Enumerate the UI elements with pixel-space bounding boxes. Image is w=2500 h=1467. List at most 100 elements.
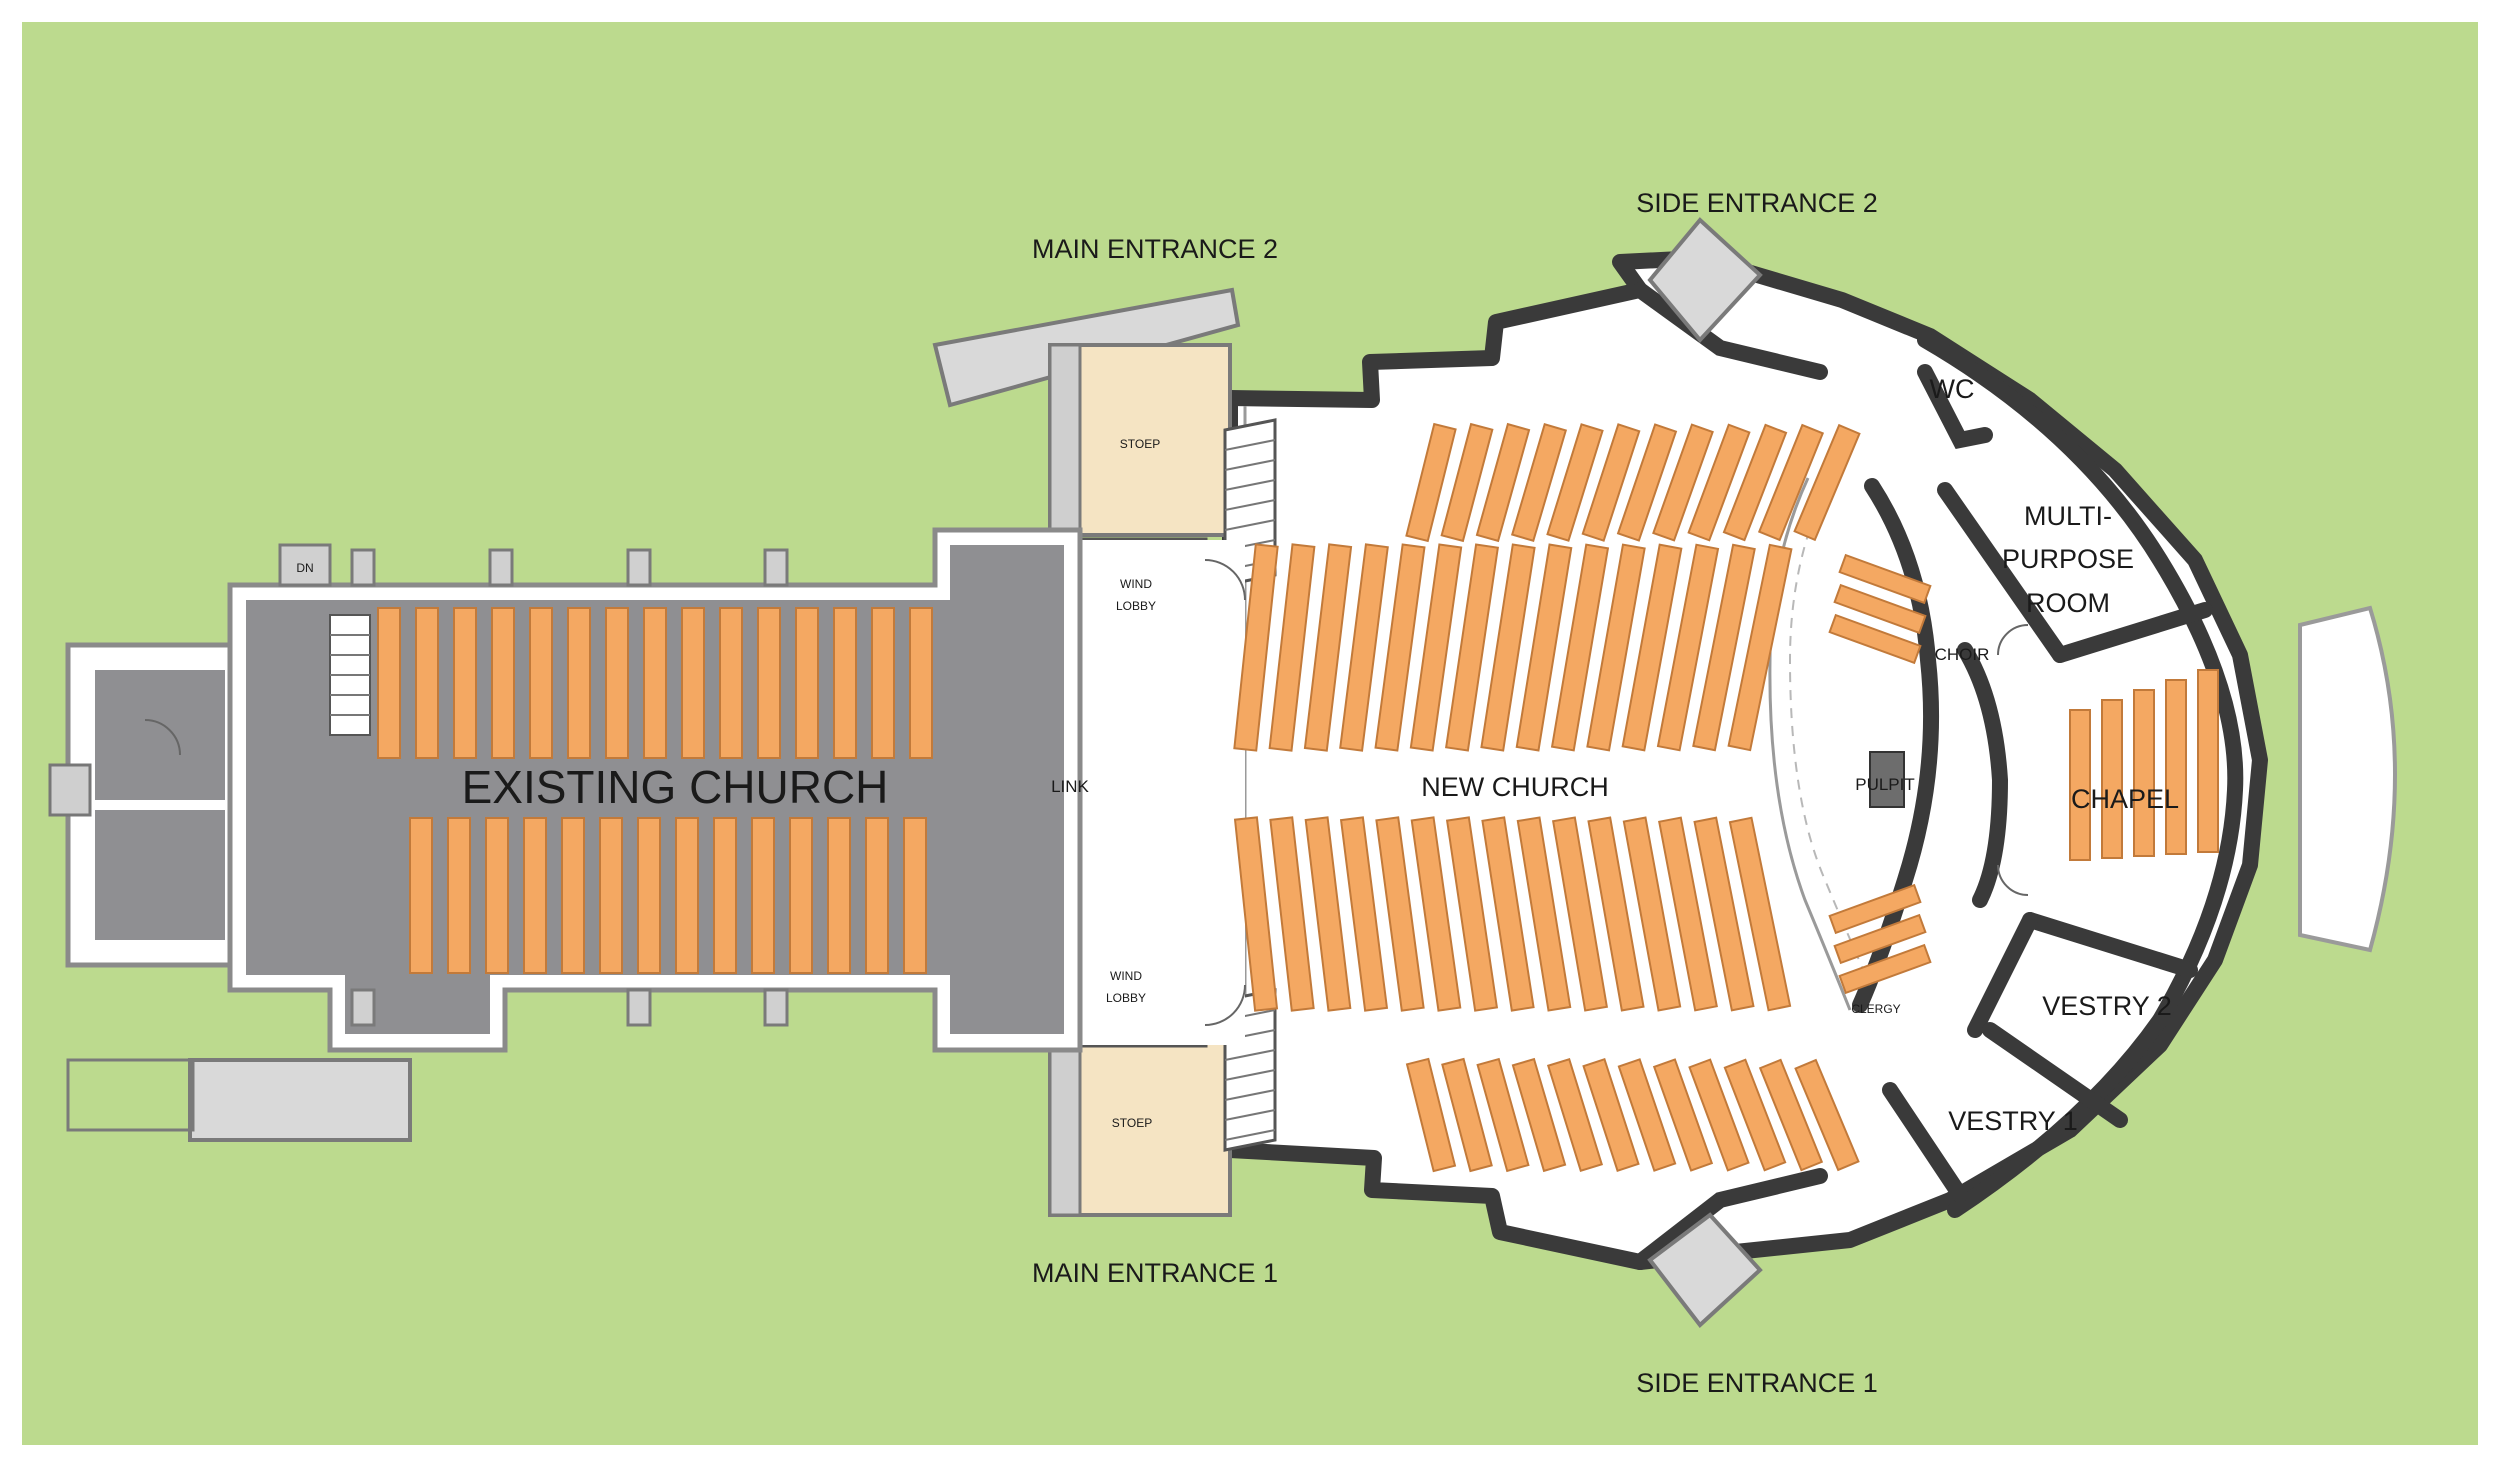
pew-icon bbox=[1723, 1058, 1787, 1172]
pew-icon bbox=[1515, 543, 1573, 752]
pew-icon bbox=[903, 817, 927, 974]
pew-icon bbox=[1793, 423, 1861, 542]
sanctuary-pews bbox=[1828, 553, 2219, 995]
pulpit-box bbox=[1869, 751, 1905, 808]
pew-icon bbox=[865, 817, 889, 974]
pew-icon bbox=[2165, 679, 2187, 855]
pew-icon bbox=[1687, 423, 1751, 542]
pew-icon bbox=[409, 817, 433, 974]
pew-icon bbox=[1833, 913, 1927, 965]
pew-icon bbox=[637, 817, 661, 974]
pew-icon bbox=[1838, 553, 1932, 605]
pew-icon bbox=[795, 607, 819, 759]
pew-icon bbox=[1410, 816, 1462, 1012]
pew-icon bbox=[1269, 816, 1315, 1012]
pew-icon bbox=[1658, 816, 1718, 1012]
sanctuary-outer-curve bbox=[1917, 332, 2244, 1218]
pew-icon bbox=[827, 817, 851, 974]
pew-icon bbox=[1833, 583, 1927, 635]
pew-icon bbox=[453, 607, 477, 759]
pew-icon bbox=[789, 817, 813, 974]
pew-icon bbox=[1440, 422, 1494, 543]
pew-icon bbox=[1622, 816, 1682, 1012]
stoep-top-label: STOEP bbox=[1120, 437, 1160, 451]
pew-icon bbox=[1582, 1058, 1640, 1172]
pew-icon bbox=[1233, 543, 1279, 752]
multipurpose-label-2: PURPOSE bbox=[2002, 544, 2134, 574]
pew-icon bbox=[1616, 423, 1678, 542]
pew-icon bbox=[2133, 689, 2155, 857]
pulpit-label: PULPIT bbox=[1855, 775, 1915, 794]
wall-chapel-top bbox=[2052, 602, 2213, 663]
pew-icon bbox=[1586, 543, 1646, 752]
pew-icon bbox=[1693, 816, 1755, 1012]
wind-lobby-top-label-2: LOBBY bbox=[1116, 599, 1156, 613]
wall-chapel-bottom bbox=[2022, 912, 2198, 978]
pew-icon bbox=[751, 817, 775, 974]
wind-lobby-bottom-label-1: WIND bbox=[1110, 969, 1142, 983]
stoep-top-ledge bbox=[1048, 343, 1082, 537]
wall-vestry-split bbox=[1982, 1022, 2128, 1128]
pew-icon bbox=[1794, 1058, 1860, 1172]
south-wall-segment bbox=[1632, 1168, 1828, 1270]
pew-icon bbox=[1652, 423, 1714, 542]
pew-icon bbox=[1304, 816, 1352, 1012]
existing-church-pews bbox=[377, 607, 933, 974]
pew-icon bbox=[2101, 699, 2123, 859]
pew-icon bbox=[599, 817, 623, 974]
pew-icon bbox=[1339, 543, 1389, 752]
pew-icon bbox=[1587, 816, 1645, 1012]
wc-label: WC bbox=[1930, 374, 1975, 404]
pew-icon bbox=[1551, 816, 1609, 1012]
pew-icon bbox=[681, 607, 705, 759]
pew-icon bbox=[1374, 543, 1426, 752]
wall-vestry1 bbox=[1882, 1082, 1968, 1203]
pew-icon bbox=[713, 817, 737, 974]
door-swing-icon bbox=[144, 559, 2029, 1026]
pew-icon bbox=[909, 607, 933, 759]
multipurpose-label-3: ROOM bbox=[2026, 588, 2110, 618]
main-entrance-2-label: MAIN ENTRANCE 2 bbox=[1032, 234, 1278, 264]
pew-icon bbox=[377, 607, 401, 759]
pew-icon bbox=[1757, 423, 1825, 542]
pew-icon bbox=[757, 607, 781, 759]
pew-icon bbox=[415, 607, 439, 759]
pew-icon bbox=[1475, 422, 1531, 543]
link-label: LINK bbox=[1051, 777, 1089, 796]
pew-icon bbox=[567, 607, 591, 759]
pew-icon bbox=[1409, 543, 1463, 752]
dn-stair-tower bbox=[278, 543, 332, 587]
link-corridor bbox=[1070, 540, 1245, 1045]
choir-label: CHOIR bbox=[1935, 645, 1990, 664]
pew-icon bbox=[1728, 816, 1792, 1012]
pew-icon bbox=[1339, 816, 1389, 1012]
north-wall-segment bbox=[1632, 282, 1828, 380]
pew-icon bbox=[529, 607, 553, 759]
pew-icon bbox=[523, 817, 547, 974]
pew-icon bbox=[1405, 422, 1457, 543]
chapel-inner-curve bbox=[1957, 642, 2009, 908]
pew-icon bbox=[833, 607, 857, 759]
pew-icon bbox=[1838, 943, 1932, 995]
canopy-side-entrance-2 bbox=[1647, 217, 1763, 344]
pew-icon bbox=[1441, 1057, 1493, 1173]
dn-label: DN bbox=[296, 561, 313, 575]
pew-icon bbox=[1828, 613, 1922, 665]
pew-icon bbox=[1617, 1058, 1677, 1172]
pew-icon bbox=[1546, 423, 1604, 542]
vestry-1-label: VESTRY 1 bbox=[1948, 1106, 2078, 1136]
side-entrance-1-label: SIDE ENTRANCE 1 bbox=[1636, 1368, 1878, 1398]
chapel-apse-canopy bbox=[2298, 605, 2397, 953]
pew-icon bbox=[2069, 709, 2091, 861]
pew-icon bbox=[1405, 1057, 1457, 1173]
pew-icon bbox=[1233, 816, 1279, 1012]
pew-icon bbox=[871, 607, 895, 759]
stoep-bottom-label: STOEP bbox=[1112, 1116, 1152, 1130]
pew-icon bbox=[1727, 543, 1793, 752]
west-door-step bbox=[48, 763, 92, 817]
pew-icon bbox=[447, 817, 471, 974]
pew-icon bbox=[2197, 669, 2219, 853]
multipurpose-label-1: MULTI- bbox=[2024, 501, 2112, 531]
pew-icon bbox=[1688, 1058, 1750, 1172]
chapel-label: CHAPEL bbox=[2071, 784, 2179, 814]
